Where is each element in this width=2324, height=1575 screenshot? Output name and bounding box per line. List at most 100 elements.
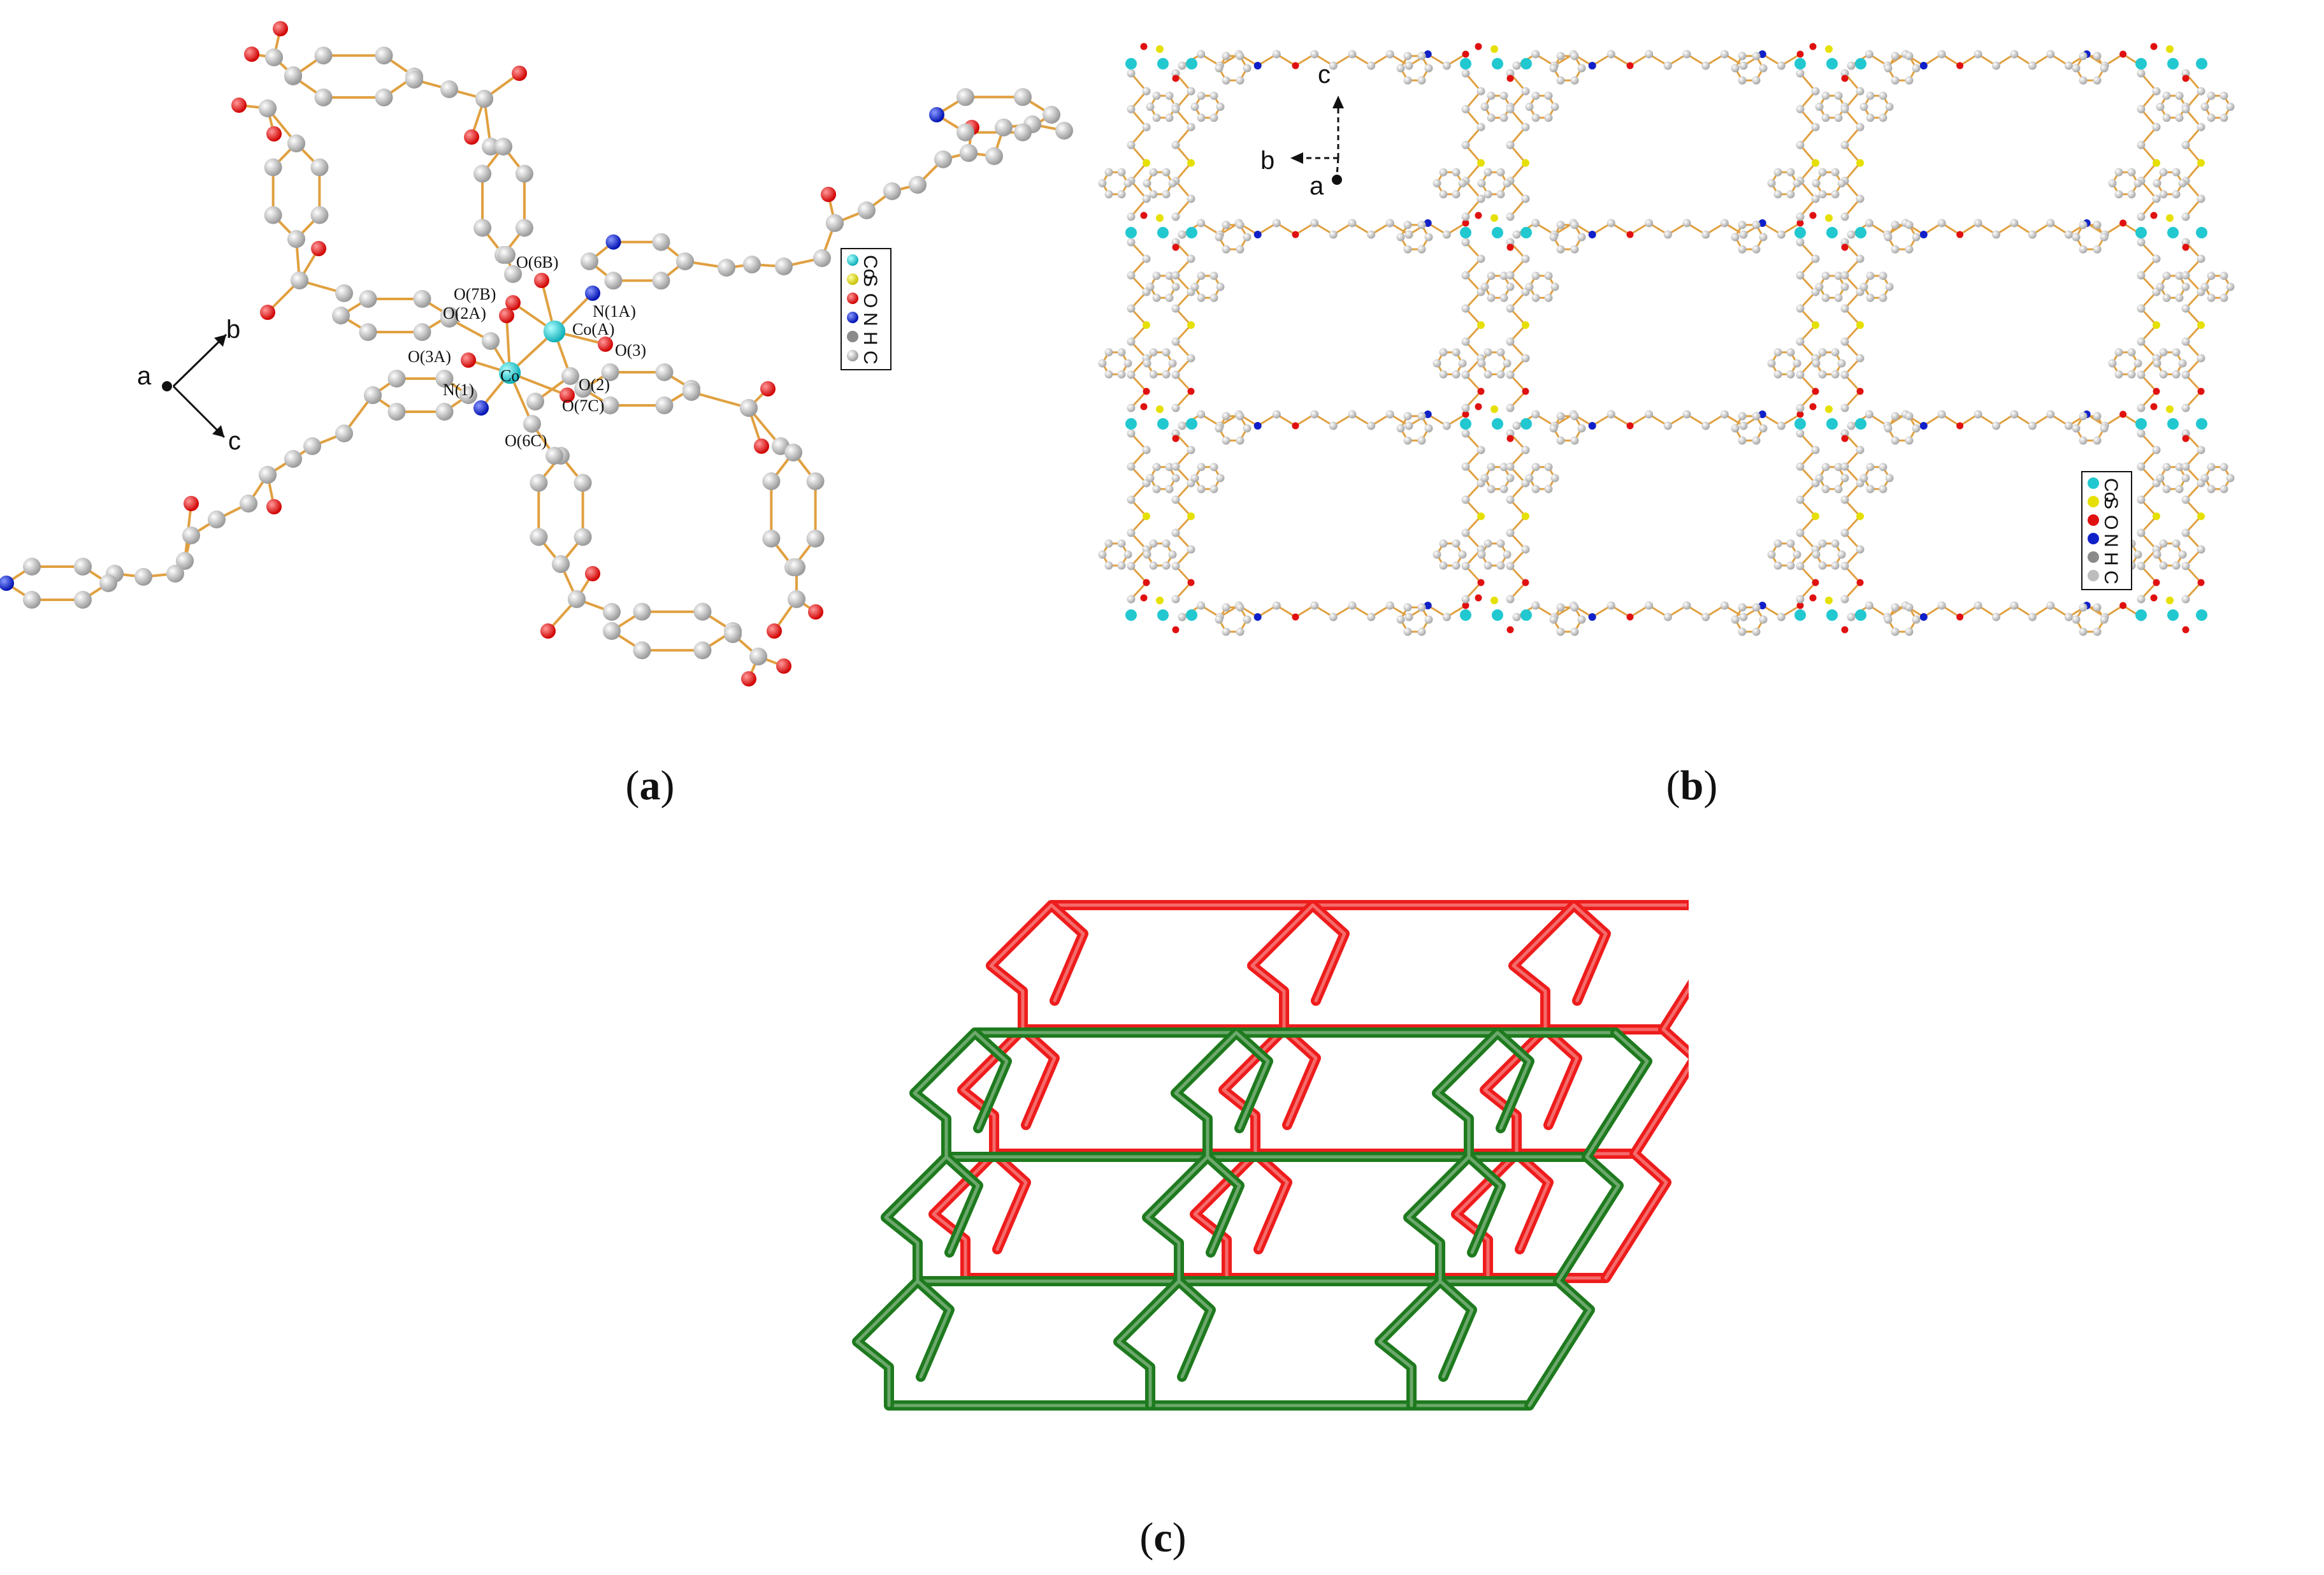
atom-c	[1404, 613, 1413, 621]
atom-c	[1127, 462, 1136, 471]
atom-c	[74, 591, 92, 609]
atom-c	[1187, 354, 1195, 363]
atom-c	[2162, 293, 2171, 302]
atom-c	[1682, 410, 1691, 419]
atom-c	[2156, 103, 2165, 111]
atom-o	[2182, 243, 2190, 251]
atom-c	[1452, 348, 1461, 357]
label-o2a: O(2A)	[443, 304, 486, 323]
atom-co	[1157, 227, 1169, 238]
atom-c	[2100, 424, 2109, 433]
label-o2: O(2)	[579, 375, 610, 394]
atom-c	[826, 214, 844, 232]
atom-o	[1626, 422, 1634, 430]
atom-c	[676, 252, 694, 270]
atom-c	[1178, 421, 1187, 430]
atom-c	[1544, 113, 1553, 122]
atom-c	[1209, 463, 1218, 472]
atom-o	[1956, 231, 1964, 238]
atom-c	[2226, 474, 2235, 483]
atom-c	[1879, 484, 1887, 493]
atom-c	[335, 284, 353, 302]
atom-c	[2159, 168, 2168, 177]
atom-s	[1812, 512, 1819, 520]
atom-c	[2108, 179, 2117, 187]
atom-o	[2119, 50, 2127, 58]
atom-c	[1549, 233, 1558, 242]
atom-n	[1588, 422, 1596, 430]
atom-o	[598, 337, 613, 352]
atom-c	[2153, 550, 2162, 559]
atom-c	[2197, 446, 2205, 454]
atom-c	[1840, 337, 1849, 346]
atom-c	[1847, 230, 1856, 239]
atom-o	[1856, 388, 1864, 395]
atom-c	[1461, 495, 1470, 504]
atom-c	[1104, 561, 1113, 570]
atom-c	[1531, 484, 1540, 493]
atom-c	[1162, 190, 1171, 199]
atom-c	[2175, 272, 2184, 280]
atom-c	[23, 558, 41, 576]
atom-c	[2152, 194, 2161, 203]
atom-c	[1171, 141, 1180, 149]
atom-c	[1152, 91, 1161, 100]
atom-c	[2175, 113, 2184, 122]
atom-c	[1487, 113, 1496, 122]
atom-c	[265, 48, 283, 66]
atom-c	[1098, 359, 1107, 368]
atom-c	[1162, 168, 1171, 177]
atom-c	[2079, 76, 2088, 85]
atom-c	[1856, 254, 1865, 263]
atom-c	[264, 158, 282, 177]
atom-c	[568, 590, 586, 608]
atom-c	[1499, 463, 1508, 472]
atom-s	[1812, 159, 1819, 167]
atom-c	[1149, 348, 1158, 357]
atom-s	[2166, 214, 2174, 222]
atom-c	[1461, 370, 1470, 379]
atom-c	[2137, 462, 2146, 471]
atom-n	[0, 576, 14, 591]
atom-c	[2093, 436, 2102, 445]
atom-c	[375, 88, 393, 106]
atom-c	[2093, 627, 2102, 636]
atom-c	[1452, 190, 1461, 199]
atom-c	[1731, 64, 1740, 73]
label-o7b: O(7B)	[454, 285, 496, 303]
atom-c	[1149, 168, 1158, 177]
atom-c	[287, 230, 305, 248]
atom-c	[134, 568, 152, 586]
atom-c	[1483, 539, 1492, 548]
atom-o	[1172, 243, 1180, 251]
atom-c	[2181, 212, 2190, 221]
atom-c	[1720, 219, 1729, 228]
atom-c	[1884, 233, 1893, 242]
atom-c	[1461, 337, 1470, 346]
atom-c	[2100, 233, 2109, 242]
atom-c	[1759, 64, 1768, 73]
atom-s	[2166, 45, 2174, 53]
atom-c	[1506, 271, 1515, 280]
atom-c	[1531, 410, 1540, 419]
atom-c	[1146, 103, 1155, 111]
atom-co	[1794, 58, 1806, 69]
atom-c	[1796, 462, 1805, 471]
atom-c	[1720, 50, 1729, 59]
atom-c	[1417, 627, 1426, 636]
atom-c	[2064, 613, 2073, 621]
atom-c	[2181, 105, 2190, 113]
atom-c	[2172, 348, 2181, 357]
atom-c	[2197, 194, 2205, 203]
atom-c	[2100, 615, 2109, 624]
atom-c	[1209, 272, 1218, 280]
atom-c	[1773, 370, 1782, 379]
atom-c	[1512, 61, 1521, 70]
atom-c	[1127, 141, 1136, 149]
atom-co	[2196, 58, 2207, 69]
atom-c	[1127, 495, 1136, 504]
atom-c	[1879, 272, 1887, 280]
atom-c	[2137, 528, 2146, 537]
atom-c	[601, 363, 619, 381]
atom-c	[1905, 412, 1914, 421]
